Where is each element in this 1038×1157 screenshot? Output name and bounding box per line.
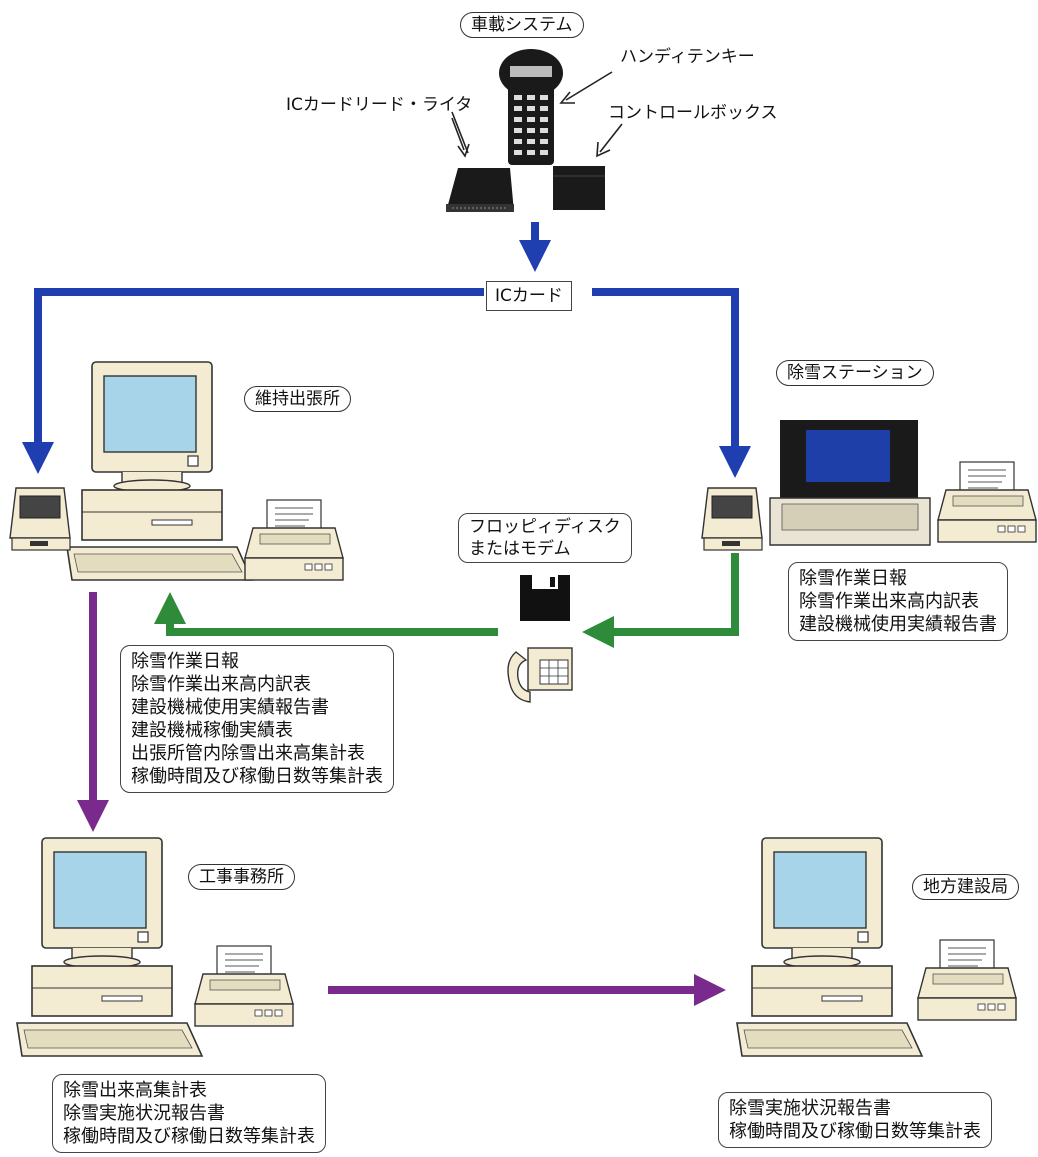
ic-card-to-station-arrow [592, 288, 751, 478]
construction-office-title: 工事事務所 [188, 864, 295, 890]
station-printer [937, 461, 1037, 543]
regional-reports: 除雪実施状況報告書 稼働時間及び稼働日数等集計表 [718, 1092, 992, 1148]
station-card-reader [701, 487, 763, 551]
maintenance-reports: 除雪作業日報 除雪作業出来高内訳表 建設機械使用実績報告書 建設機械稼働実績表 … [120, 645, 394, 793]
ic-card-to-maintenance-arrow [22, 288, 484, 474]
regional-bureau-title: 地方建設局 [912, 874, 1019, 900]
control-box-pointer [596, 123, 623, 158]
vehicle-system-title: 車載システム [460, 12, 584, 38]
report-item: 稼働時間及び稼働日数等集計表 [63, 1126, 315, 1147]
report-item: 稼働時間及び稼働日数等集計表 [729, 1121, 981, 1142]
transfer-line: フロッピィディスク [469, 517, 621, 537]
floppy-disk-icon [520, 575, 570, 621]
construction-reports: 除雪出来高集計表 除雪実施状況報告書 稼働時間及び稼働日数等集計表 [52, 1074, 326, 1153]
control-box-label: コントロールボックス [608, 103, 778, 123]
report-item: 出張所管内除雪出来高集計表 [131, 743, 365, 764]
report-item: 除雪実施状況報告書 [63, 1103, 225, 1124]
report-item: 稼働時間及び稼働日数等集計表 [131, 766, 383, 787]
maintenance-card-reader [9, 487, 71, 551]
ic-reader-pointer [451, 117, 470, 158]
construction-printer [194, 945, 294, 1027]
handy-terminal-pointer [559, 71, 613, 104]
maintenance-office-title: 維持出張所 [244, 386, 351, 412]
station-to-transfer-arrow [582, 553, 739, 648]
control-box-device [553, 166, 605, 210]
regional-bureau-computer [736, 837, 923, 1057]
transfer-to-maintenance-arrow [154, 592, 498, 636]
report-item: 除雪作業出来高内訳表 [799, 591, 979, 612]
maintenance-printer [244, 499, 344, 581]
regional-printer [917, 939, 1017, 1021]
ic-card-reader-device [446, 168, 514, 212]
telephone-modem-icon [507, 647, 573, 703]
report-item: 除雪作業日報 [131, 651, 239, 672]
report-item: 除雪出来高集計表 [63, 1080, 207, 1101]
ic-card-label: ICカード [486, 281, 572, 311]
report-item: 除雪作業出来高内訳表 [131, 674, 311, 695]
handy-terminal-label: ハンディテンキー [620, 47, 755, 67]
construction-office-computer [16, 837, 203, 1057]
snow-station-title: 除雪ステーション [776, 360, 934, 386]
report-item: 除雪実施状況報告書 [729, 1098, 891, 1119]
report-item: 建設機械稼働実績表 [131, 720, 293, 741]
transfer-medium-label: フロッピィディスク またはモデム [458, 513, 632, 563]
snow-station-laptop [769, 420, 931, 546]
handy-terminal-device [499, 49, 563, 165]
maintenance-office-computer [66, 361, 253, 581]
report-item: 建設機械使用実績報告書 [799, 614, 997, 635]
ic-reader-label: ICカードリード・ライタ [286, 95, 473, 115]
snow-station-reports: 除雪作業日報 除雪作業出来高内訳表 建設機械使用実績報告書 [788, 562, 1008, 641]
report-item: 除雪作業日報 [799, 568, 907, 589]
transfer-line: またはモデム [469, 539, 571, 559]
report-item: 建設機械使用実績報告書 [131, 697, 329, 718]
